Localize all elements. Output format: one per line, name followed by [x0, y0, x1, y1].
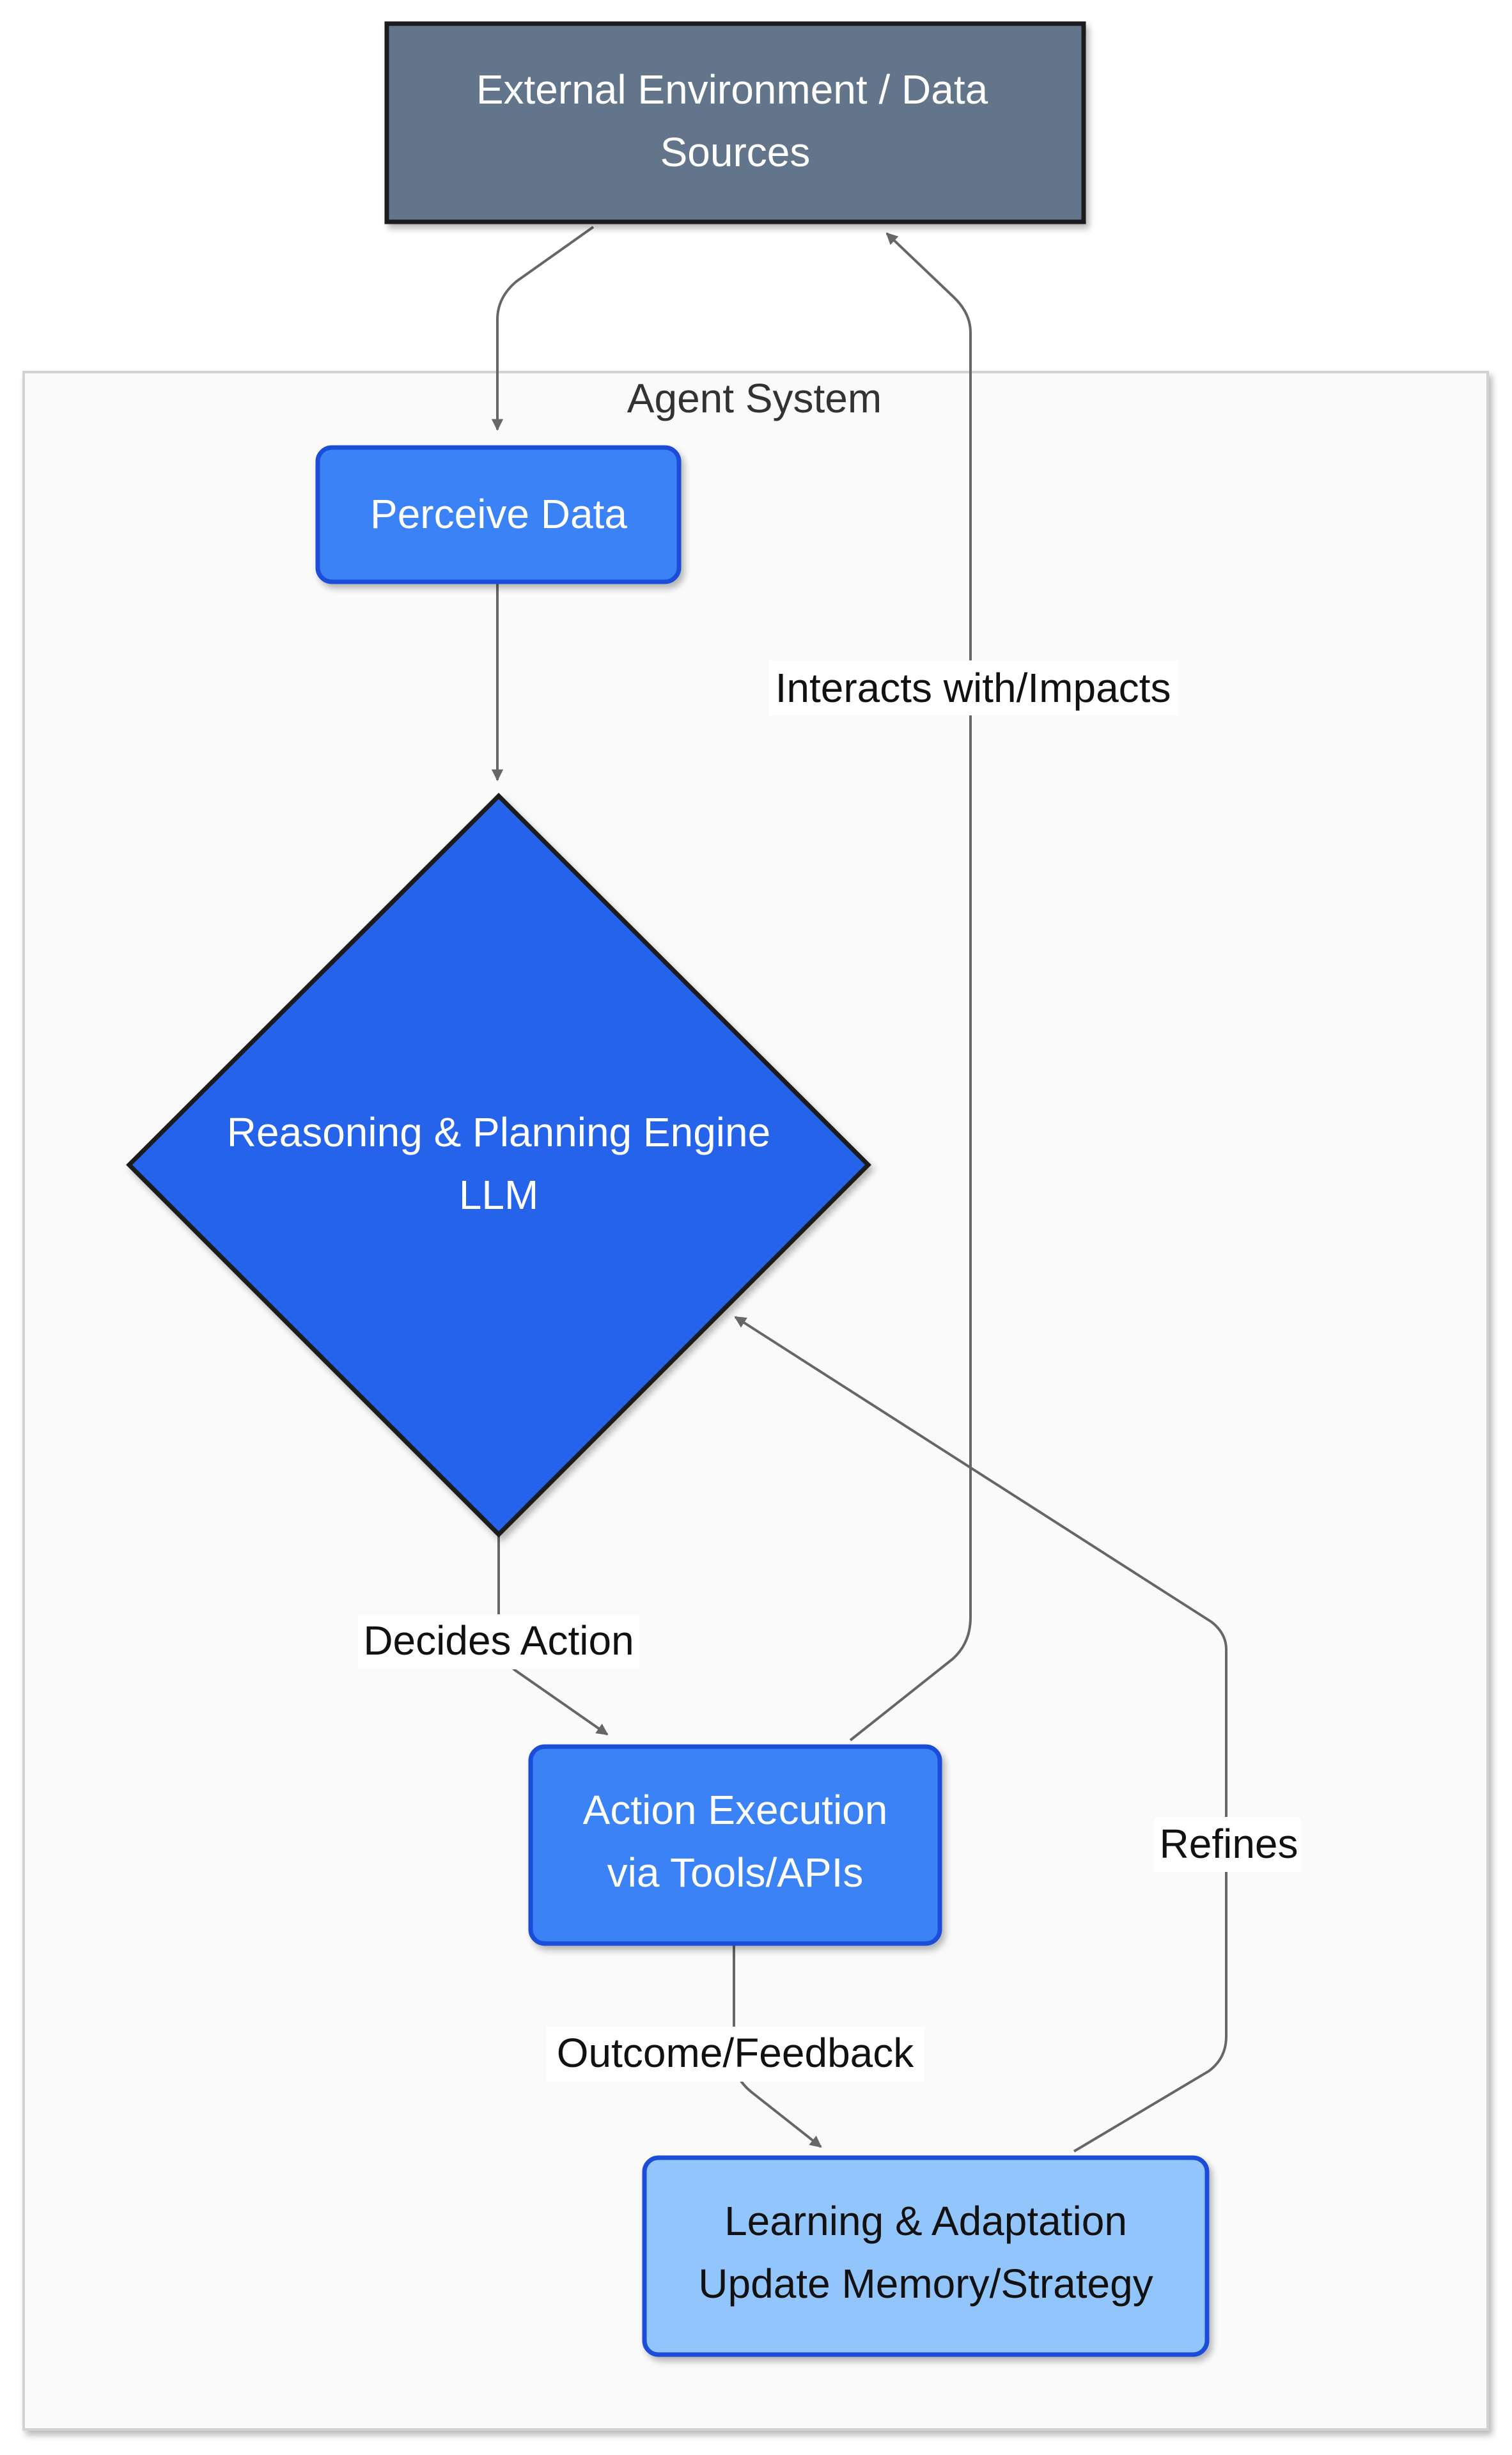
learning-label-line1: Learning & Adaptation — [724, 2198, 1127, 2244]
action-label-line2: via Tools/APIs — [607, 1850, 864, 1896]
edge-label-outcome: Outcome/Feedback — [547, 2027, 924, 2082]
edge-label-interacts: Interacts with/Impacts — [769, 660, 1178, 715]
learning-label-line2: Update Memory/Strategy — [698, 2261, 1153, 2307]
action-label-line1: Action Execution — [583, 1787, 888, 1833]
edge-labels: Interacts with/Impacts Decides Action Re… — [358, 660, 1301, 2082]
refines-label: Refines — [1160, 1821, 1298, 1867]
node-learning: Learning & Adaptation Update Memory/Stra… — [642, 2155, 1210, 2357]
edge-external-to-perceive — [491, 226, 595, 431]
edge-label-refines: Refines — [1154, 1817, 1301, 1872]
edge-learning-to-reasoning — [734, 1316, 1228, 2153]
agent-system-group: Agent System — [22, 371, 1489, 2431]
perceive-label: Perceive Data — [370, 491, 627, 537]
external-label-line2: Sources — [660, 129, 811, 175]
reasoning-label-line1: Reasoning & Planning Engine — [227, 1109, 770, 1155]
agent-system-label: Agent System — [627, 375, 882, 421]
interacts-label: Interacts with/Impacts — [775, 665, 1171, 711]
edge-action-to-external — [849, 232, 972, 1742]
decides-label: Decides Action — [363, 1617, 634, 1664]
edge-label-decides: Decides Action — [358, 1614, 639, 1669]
reasoning-label-line2: LLM — [459, 1172, 539, 1218]
node-perceive: Perceive Data — [315, 445, 682, 584]
node-reasoning: Reasoning & Planning Engine LLM — [126, 793, 871, 1538]
node-external: External Environment / Data Sources — [384, 21, 1086, 224]
outcome-label: Outcome/Feedback — [557, 2030, 915, 2076]
node-action: Action Execution via Tools/APIs — [528, 1744, 942, 1946]
external-label-line1: External Environment / Data — [476, 66, 988, 113]
